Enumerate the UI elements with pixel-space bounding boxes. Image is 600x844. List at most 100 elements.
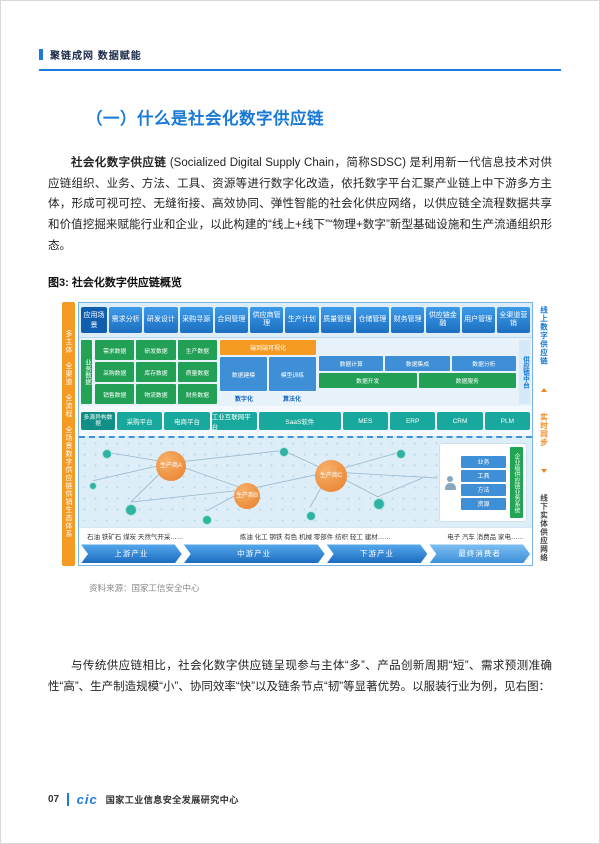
figure-diagram: 多主体 全渠道 全流程 全场景数字供应链供销生态体系 应用场景 需求分析研发设计… [62,302,552,567]
online-supply-chain-label: 线上数字供应链 [539,306,549,366]
network-node [306,511,316,522]
industry-chain-arrow: 最终消费者 [429,544,530,563]
platform-box: MES [342,412,388,431]
ecosystem-strip: 多主体 全渠道 全流程 全场景数字供应链供销生态体系 [62,302,75,567]
midstream-industries: 炼油 化工 钢铁 有色 机械 零部件 纺织 轻工 建材…… [239,533,391,541]
industry-chain-arrow: 中游产业 [184,544,325,563]
section-title: （一）什么是社会化数字供应链 [86,110,324,128]
network-node [125,504,137,517]
network-node [396,449,406,460]
data-compute-row: 数据计算数据集成数据分析 [319,356,516,372]
application-scenarios-label: 应用场景 [81,307,107,334]
platform-box: ERP [389,412,436,431]
sync-up-arrow-icon [541,387,547,392]
application-scenario-box: 仓储管理 [355,307,389,334]
supply-chain-middle-platform-label: 供应链中台 [519,340,530,405]
intro-paragraph: 社会化数字供应链 (Socialized Digital Supply Chai… [48,153,552,256]
business-data-box: 销售数据 [95,384,135,405]
application-scenario-box: 生产计划 [285,307,319,334]
ecosystem-strip-label: 多主体 全渠道 全流程 全场景数字供应链供销生态体系 [65,330,72,539]
digital-labels: 数字化 算法化 [220,393,316,404]
application-scenario-box: 需求分析 [109,307,143,334]
data-service-column: 数据计算数据集成数据分析 数据开发数据服务 [319,340,516,404]
business-data-box: 库存数据 [136,362,176,383]
business-data-box: 采购数据 [95,362,135,383]
data-compute-box: 数据集成 [385,356,450,372]
platform-box: 电商平台 [164,412,210,431]
footer-divider [67,793,69,806]
producer-a-node: 生产商A [156,451,186,482]
producer-b-node: 生产商B [234,483,260,510]
platform-box: SaaS软件 [259,412,341,431]
application-scenario-box: 供应商管理 [250,307,284,334]
business-data-box: 物流数据 [136,384,176,405]
application-scenario-box: 全渠道营销 [496,307,530,334]
network-node [102,449,112,460]
data-compute-box: 数据计算 [319,356,384,372]
page-number: 07 [48,794,60,805]
organization-name: 国家工业信息安全发展研究中心 [105,795,239,805]
business-data-box: 财务数据 [177,384,217,405]
data-service-row: 数据开发数据服务 [319,373,516,389]
platform-box: 采购平台 [117,412,163,431]
offline-supply-network-label: 线下实体供应网络 [539,494,549,563]
source-note: 资料来源：国家工信安全中心 [89,583,200,594]
header-tagline: 聚链成网 数据赋能 [50,51,142,62]
end-to-end-visibility-box: 端到端可视化 [220,340,316,356]
application-scenario-box: 研发设计 [144,307,178,334]
platform-box: CRM [437,412,483,431]
downstream-industries: 电子 汽车 消费品 家电…… [447,533,524,541]
header-accent-bar [39,49,43,60]
network-node [279,447,289,458]
page-header: 聚链成网 数据赋能 [39,47,561,71]
enterprise-system-label: 企业级供应链业务系统 [510,447,523,519]
enterprise-system-boxes: 业务工具方法资源 [461,455,506,510]
realtime-sync-label: 实时同步 [539,413,549,448]
application-scenario-box: 合同管理 [214,307,248,334]
sync-down-arrow-icon [541,468,547,473]
business-data-box: 研发数据 [136,340,176,361]
application-scenarios-list: 需求分析研发设计采购寻源合同管理供应商管理生产计划质量管理仓储管理财务管理供应链… [109,307,530,334]
application-scenarios-row: 应用场景 需求分析研发设计采购寻源合同管理供应商管理生产计划质量管理仓储管理财务… [79,303,532,338]
producer-c-node: 生产商C [315,460,347,493]
platform-box: PLM [484,412,531,431]
enterprise-system-box: 业务 [461,455,506,468]
application-scenario-box: 用户管理 [461,307,495,334]
network-node [89,482,97,491]
enterprise-system-box: 资源 [461,497,506,510]
intro-text: (Socialized Digital Supply Chain，简称SDSC)… [48,157,553,252]
person-icon [443,475,457,490]
data-compute-box: 数据分析 [451,356,516,372]
business-data-box: 生产数据 [177,340,217,361]
industry-chain-arrows: 上游产业中游产业下游产业最终消费者 [79,543,532,566]
network-node [373,498,385,511]
application-scenario-box: 财务管理 [391,307,425,334]
data-middle-layer: 业务数据 需求数据研发数据生产数据采购数据库存数据质量数据销售数据物流数据财务数… [79,337,532,407]
figure-caption: 图3: 社会化数字供应链概览 [48,277,182,290]
business-data-grid: 需求数据研发数据生产数据采购数据库存数据质量数据销售数据物流数据财务数据 [95,340,217,405]
digital-label: 数字化 [234,397,253,404]
industry-chain-arrow: 上游产业 [81,544,182,563]
industry-row: 石油 铁矿石 煤炭 天然气开采…… 炼油 化工 钢铁 有色 机械 零部件 纺织 … [79,527,532,544]
enterprise-system-box: 工具 [461,469,506,482]
data-service-box: 数据服务 [418,373,516,389]
application-scenario-box: 采购寻源 [179,307,213,334]
page-footer: 07 cic 国家工业信息安全发展研究中心 [48,792,239,807]
upstream-industries: 石油 铁矿石 煤炭 天然气开采…… [87,533,184,541]
digital-label: 算法化 [282,397,301,404]
application-scenario-box: 供应链金融 [426,307,460,334]
multi-source-data-label: 多源异构数据 [81,412,115,431]
business-data-box: 质量数据 [177,362,217,383]
business-data-box: 需求数据 [95,340,135,361]
model-box: 数据建模 [220,357,267,392]
network-node [202,515,212,526]
enterprise-system-box: 方法 [461,483,506,496]
business-data-label: 业务数据 [81,340,92,405]
data-processing-column: 端到端可视化 数据建模模型训练 数字化算法化 [220,340,316,404]
enterprise-system-panel: 业务工具方法资源 企业级供应链业务系统 [439,443,527,523]
platform-box: 工业互联网平台 [211,412,258,431]
diagram-right-labels: 线上数字供应链 实时同步 线下实体供应网络 [536,302,552,566]
closing-paragraph: 与传统供应链相比，社会化数字供应链呈现参与主体“多”、产品创新周期“短”、需求预… [48,660,552,694]
cic-logo: cic [76,792,98,807]
